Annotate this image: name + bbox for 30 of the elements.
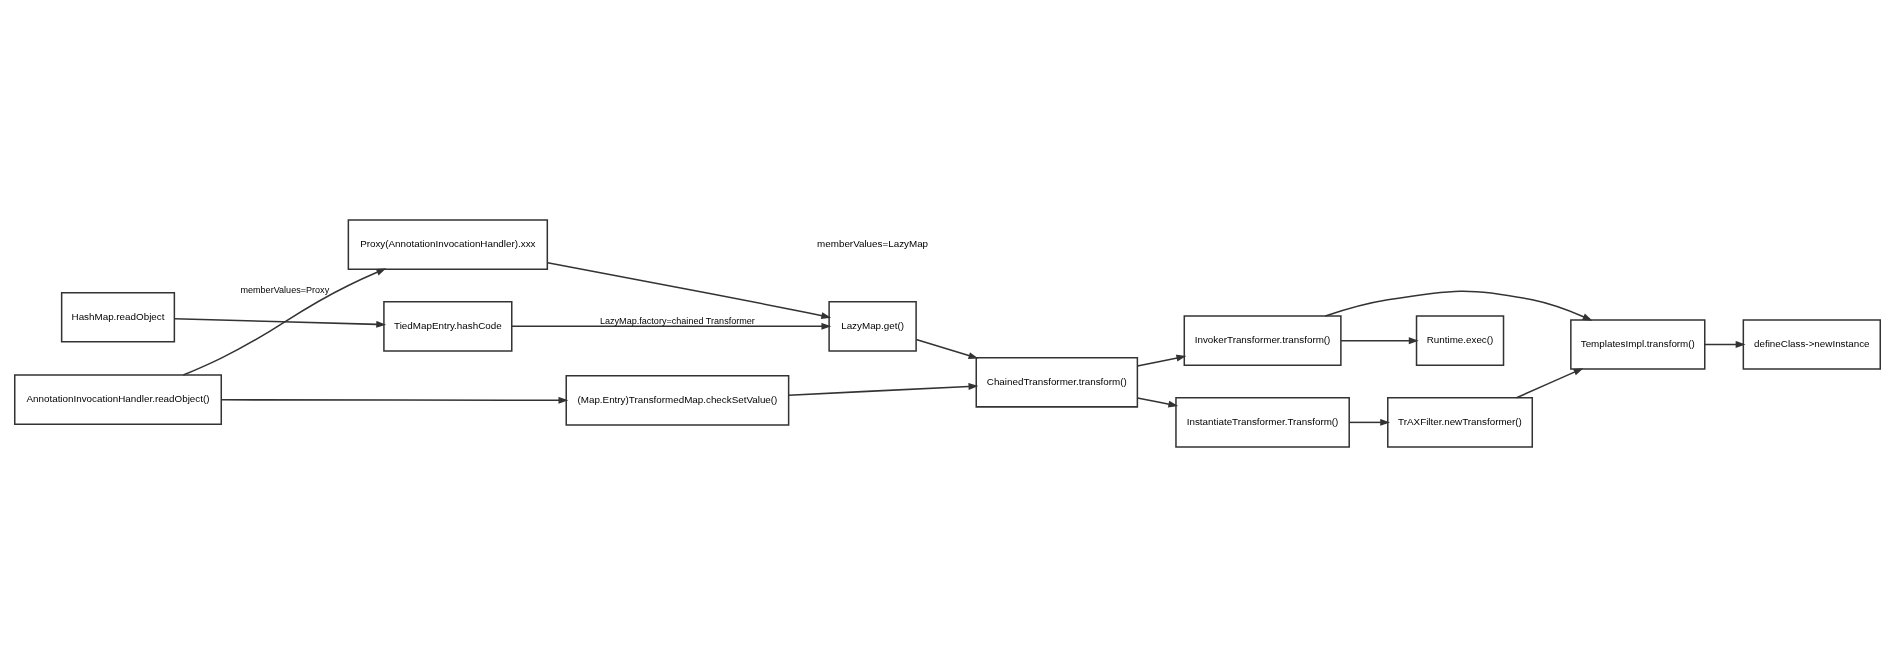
- arrow: [915, 338, 979, 359]
- node-box: LazyMap.get(): [828, 300, 917, 352]
- node-box: InstantiateTransformer.Transform(): [1175, 396, 1350, 448]
- node-box: ChainedTransformer.transform(): [975, 356, 1139, 408]
- node-box: AnnotationInvocationHandler.readObject(): [14, 373, 223, 425]
- arrow: [220, 396, 569, 404]
- node-box: InvokerTransformer.transform(): [1183, 314, 1342, 366]
- arrow: [1348, 418, 1391, 426]
- arrow: [511, 322, 832, 330]
- arrow: [1324, 289, 1593, 321]
- node-box: TemplatesImpl.transform(): [1570, 318, 1706, 370]
- node-box: Runtime.exec(): [1415, 314, 1505, 366]
- label: memberValues=LazyMap: [817, 237, 929, 249]
- edge-label: memberValues=Proxy: [240, 284, 330, 295]
- arrow: [1136, 354, 1187, 367]
- arrow: [546, 261, 832, 319]
- arrow: [788, 382, 979, 396]
- node-box: TrAXFilter.newTransformer(): [1387, 396, 1534, 448]
- node-box: Proxy(AnnotationInvocationHandler).xxx: [347, 218, 549, 270]
- edge-label: LazyMap.factory=chained Transformer: [599, 315, 755, 326]
- arrow: [1136, 396, 1179, 407]
- arrow: [173, 317, 387, 328]
- node-box: (Map.Entry)TransformedMap.checkSetValue(): [565, 374, 790, 426]
- arrow: [1704, 340, 1746, 348]
- node-box: HashMap.readObject: [60, 291, 176, 343]
- node-box: defineClass->newInstance: [1742, 318, 1881, 370]
- arrow: [1515, 367, 1584, 398]
- node-box: TiedMapEntry.hashCode: [383, 300, 513, 352]
- arrow: [182, 267, 387, 376]
- arrow: [1340, 336, 1419, 344]
